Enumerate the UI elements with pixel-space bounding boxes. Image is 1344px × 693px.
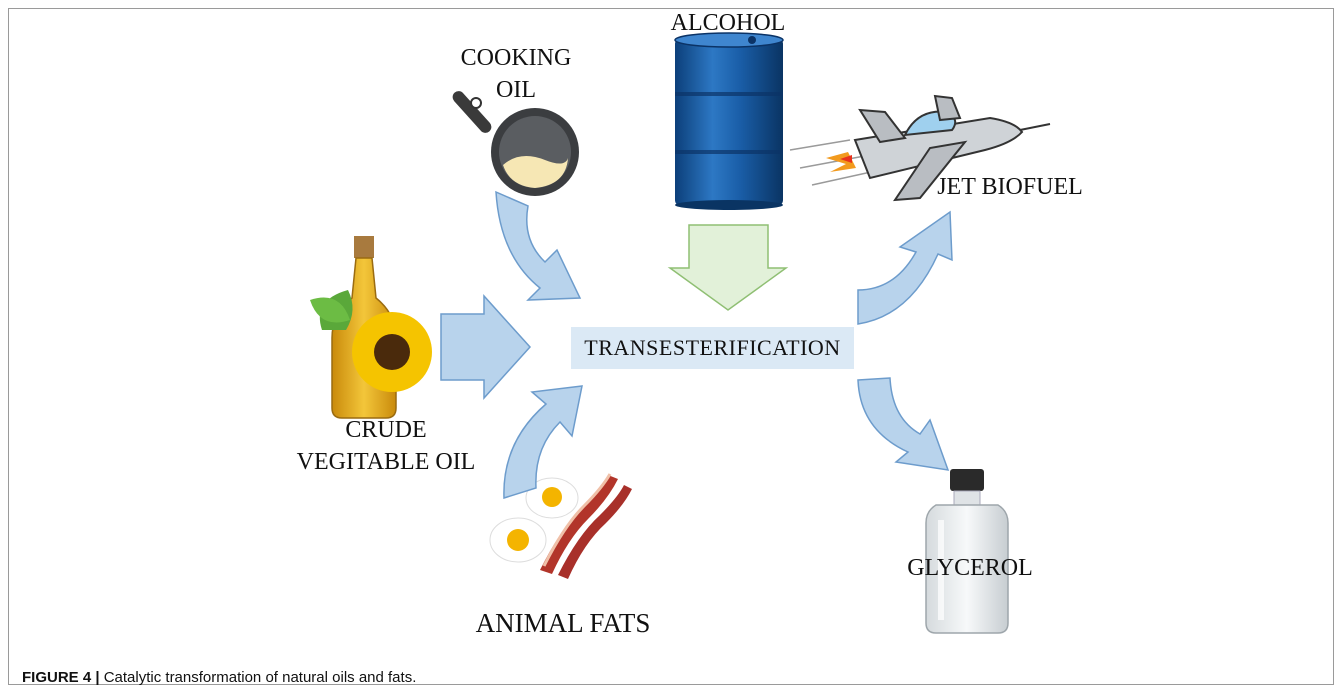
transesterification-box: TRANSESTERIFICATION xyxy=(571,327,854,369)
cooking-oil-label: COOKING OIL xyxy=(456,42,576,106)
glycerol-label: GLYCEROL xyxy=(907,555,1033,581)
arrow-oil-to-center xyxy=(440,294,532,400)
arrow-pan-to-center xyxy=(495,190,582,301)
eggs-bacon-icon xyxy=(489,473,632,579)
crude-vegetable-oil-line-2: VEGITABLE OIL xyxy=(296,449,476,475)
arrow-center-to-jet xyxy=(857,210,953,325)
figure-caption-label: FIGURE 4 | xyxy=(22,669,100,686)
figure-caption: FIGURE 4 | Catalytic transformation of n… xyxy=(22,669,416,686)
glass-bottle-icon xyxy=(925,469,1009,634)
alcohol-label: ALCOHOL xyxy=(670,10,786,36)
jet-biofuel-label: JET BIOFUEL xyxy=(937,174,1083,200)
oil-bottle-icon xyxy=(310,236,432,419)
arrow-fats-to-center xyxy=(503,385,583,500)
cooking-oil-line-2: OIL xyxy=(496,77,536,103)
arrow-alcohol-to-center xyxy=(667,224,789,311)
cooking-oil-line-1: COOKING xyxy=(460,45,572,71)
frying-pan-icon xyxy=(452,91,579,196)
crude-vegetable-oil-line-1: CRUDE xyxy=(345,417,427,443)
animal-fats-label: ANIMAL FATS xyxy=(475,608,651,638)
barrel-icon xyxy=(674,32,784,210)
arrow-center-to-glycerol xyxy=(857,377,950,471)
crude-vegetable-oil-label: CRUDE VEGITABLE OIL xyxy=(296,414,476,478)
sunflower-icon xyxy=(352,312,432,392)
figure-caption-text: Catalytic transformation of natural oils… xyxy=(99,669,417,686)
jet-icon xyxy=(789,94,1051,202)
transesterification-label: TRANSESTERIFICATION xyxy=(584,335,841,360)
